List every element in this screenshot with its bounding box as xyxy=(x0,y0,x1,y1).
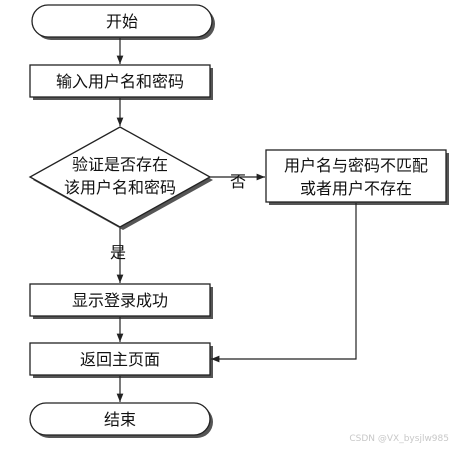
verify-decision-node: 验证是否存在 该用户名和密码 xyxy=(28,126,213,230)
input-credentials-node: 输入用户名和密码 xyxy=(29,64,213,100)
input-credentials-label: 输入用户名和密码 xyxy=(56,72,184,91)
login-success-label: 显示登录成功 xyxy=(72,291,168,310)
return-home-node: 返回主页面 xyxy=(29,342,213,378)
edge-no-label: 否 xyxy=(230,172,246,191)
watermark-text: CSDN @VX_bysjlw985 xyxy=(349,434,449,444)
error-label-line2: 或者用户不存在 xyxy=(300,179,412,198)
end-node: 结束 xyxy=(29,402,213,438)
error-node: 用户名与密码不匹配 或者用户不存在 xyxy=(265,149,449,205)
return-home-label: 返回主页面 xyxy=(80,350,160,369)
start-label: 开始 xyxy=(106,12,138,31)
verify-label-line1: 验证是否存在 xyxy=(72,155,168,174)
start-node: 开始 xyxy=(31,4,215,40)
edge-error-to-return xyxy=(211,203,357,363)
edge-yes-label: 是 xyxy=(110,243,126,262)
end-label: 结束 xyxy=(104,410,136,429)
verify-label-line2: 该用户名和密码 xyxy=(64,178,176,197)
login-success-node: 显示登录成功 xyxy=(29,283,213,319)
error-label-line1: 用户名与密码不匹配 xyxy=(284,156,428,175)
